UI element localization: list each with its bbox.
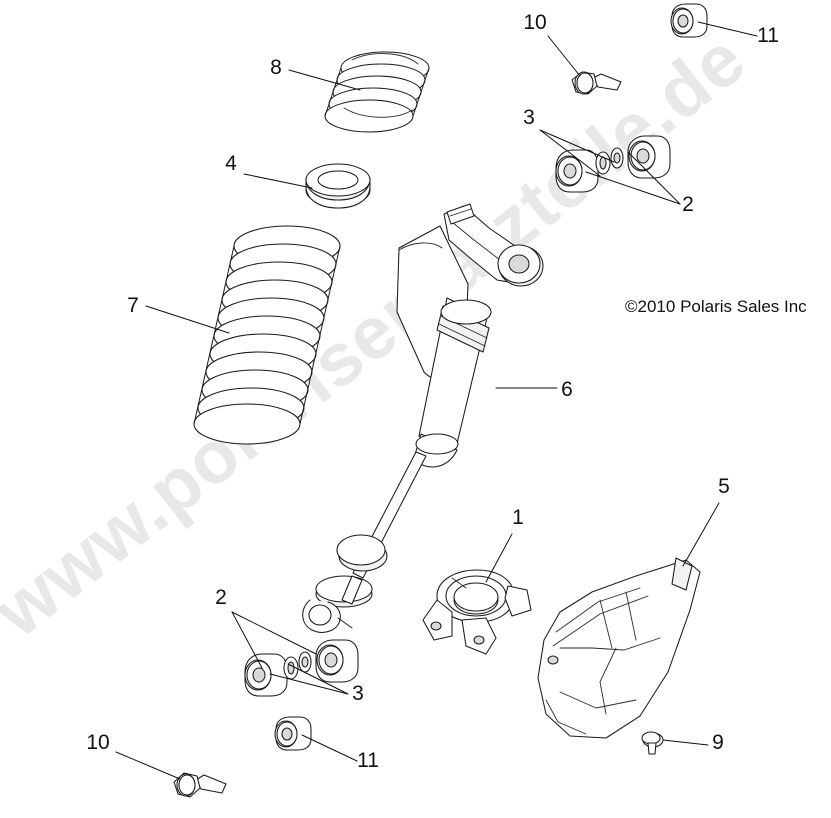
leader-2b-1 bbox=[231, 611, 263, 669]
washer-top-a bbox=[595, 151, 611, 175]
callout-11a: 11 bbox=[757, 24, 779, 47]
leader-3a-1 bbox=[539, 129, 601, 177]
part-1-spring-retainer-adjuster bbox=[422, 569, 532, 655]
leader-8 bbox=[288, 69, 361, 91]
callout-9: 9 bbox=[712, 731, 724, 754]
callout-3b: 3 bbox=[352, 682, 364, 705]
callout-1: 1 bbox=[512, 506, 524, 529]
bottom-bushing-washer-group bbox=[244, 639, 359, 697]
leader-2a-1 bbox=[585, 171, 681, 205]
copyright-notice: ©2010 Polaris Sales Inc bbox=[625, 297, 807, 316]
leader-2a-2 bbox=[627, 151, 681, 205]
part-10-hex-flange-bolt-bottom bbox=[173, 772, 227, 798]
leader-7 bbox=[145, 305, 230, 334]
callout-6: 6 bbox=[561, 378, 573, 401]
leader-3b-2 bbox=[269, 673, 349, 695]
callout-numbers: 1 2 2 3 3 4 5 6 7 8 9 10 10 11 11 bbox=[86, 11, 779, 772]
leader-10a bbox=[547, 35, 581, 77]
leader-2b-2 bbox=[231, 611, 317, 655]
part-10-hex-flange-bolt-top bbox=[571, 71, 622, 95]
part-7-main-coil-spring bbox=[193, 225, 341, 445]
callout-leader-lines bbox=[115, 21, 758, 780]
callout-7: 7 bbox=[127, 294, 139, 317]
leader-1 bbox=[485, 533, 513, 583]
leader-11b bbox=[301, 734, 358, 762]
bushing-top-right bbox=[627, 135, 671, 179]
part-5-shock-guard-cover bbox=[537, 557, 701, 739]
bushing-bottom-right bbox=[315, 639, 359, 683]
leader-11a bbox=[697, 21, 758, 37]
part-11-flange-nut-top bbox=[670, 3, 708, 38]
leader-3b-1 bbox=[287, 663, 349, 695]
part-11-flange-nut-bottom bbox=[274, 716, 312, 751]
callout-2a: 2 bbox=[682, 193, 694, 216]
callout-4: 4 bbox=[225, 152, 237, 175]
leader-3a-2 bbox=[539, 129, 615, 163]
top-bushing-washer-group bbox=[555, 135, 671, 193]
callout-11b: 11 bbox=[357, 749, 379, 772]
part-9-guard-screw bbox=[641, 731, 664, 755]
part-8-secondary-coil-spring bbox=[324, 51, 430, 133]
leader-10b bbox=[115, 751, 181, 780]
washer-bottom-b bbox=[298, 651, 312, 673]
part-4-spring-seat-cap bbox=[305, 163, 371, 209]
part-6-shock-absorber bbox=[302, 203, 544, 633]
bushing-top-left bbox=[555, 149, 599, 193]
callout-5: 5 bbox=[718, 475, 730, 498]
callout-10a: 10 bbox=[523, 11, 546, 34]
callout-2b: 2 bbox=[215, 586, 227, 609]
callout-8: 8 bbox=[270, 56, 282, 79]
leader-5 bbox=[682, 502, 720, 567]
callout-3a: 3 bbox=[523, 106, 535, 129]
leader-9 bbox=[662, 739, 709, 746]
bushing-bottom-left bbox=[244, 653, 288, 697]
washer-top-b bbox=[610, 147, 624, 169]
leader-4 bbox=[243, 173, 313, 189]
callout-10b: 10 bbox=[86, 731, 109, 754]
